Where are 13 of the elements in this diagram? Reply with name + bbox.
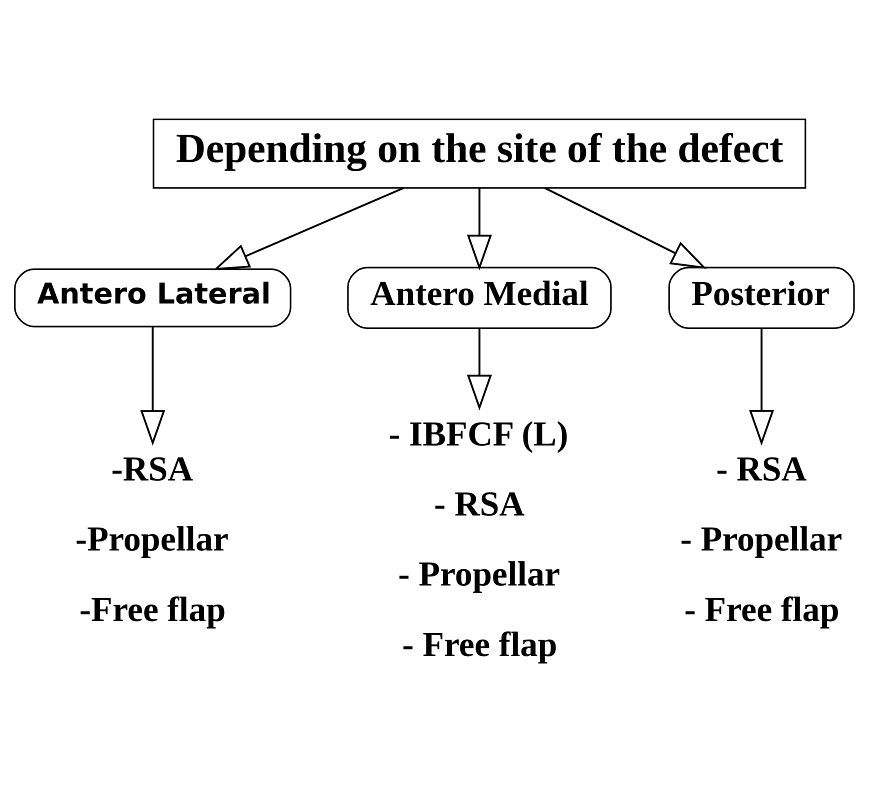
node-box: Depending on the site of the defect (152, 118, 806, 188)
node-text: - IBFCF (L) - RSA - Propellar - Free flap (388, 414, 568, 664)
arrow (140, 326, 166, 446)
node-box: Antero Medial (347, 266, 612, 328)
arrow (466, 187, 492, 270)
arrow (213, 186, 404, 270)
node-text: -RSA -Propellar -Free flap (75, 449, 229, 628)
arrow (466, 328, 492, 410)
node-box: Antero Lateral (14, 268, 292, 327)
arrow (544, 186, 707, 268)
node-text: - RSA - Propellar - Free flap (680, 449, 842, 628)
arrow (749, 328, 774, 446)
node-box: Posterior (668, 266, 855, 328)
